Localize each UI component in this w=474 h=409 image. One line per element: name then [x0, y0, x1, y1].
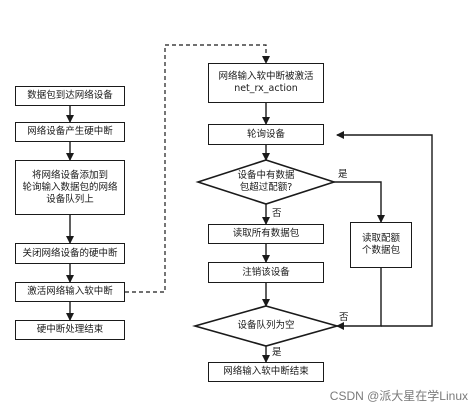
decision-queue-empty-label: 设备队列为空 [237, 320, 295, 331]
step-add-to-poll-queue: 将网络设备添加到 轮询输入数据包的网络 设备队列上 [15, 160, 125, 215]
label-decision1-yes: 是 [338, 169, 348, 180]
step-unregister-device: 注销该设备 [208, 262, 324, 283]
step-poll-device: 轮询设备 [208, 124, 324, 145]
step-read-all-packets: 读取所有数据包 [208, 224, 324, 244]
step-activate-soft-interrupt: 激活网络输入软中断 [15, 282, 125, 302]
label-decision2-no: 否 [339, 312, 349, 323]
step-packet-arrives: 数据包到达网络设备 [15, 86, 125, 106]
step-disable-hard-interrupt: 关闭网络设备的硬中断 [15, 243, 125, 264]
step-hard-interrupt-end: 硬中断处理结束 [15, 320, 125, 340]
step-soft-interrupt-end: 网络输入软中断结束 [208, 362, 324, 382]
step-soft-interrupt-activated: 网络输入软中断被激活 net_rx_action [208, 63, 324, 103]
arrow-decision2-loop-poll [336, 131, 433, 327]
step-read-quota-packets: 读取配额 个数据包 [350, 222, 412, 268]
step-hard-interrupt: 网络设备产生硬中断 [15, 122, 125, 142]
decision-quota-exceeded-label: 设备中有数据 包超过配额? [237, 170, 295, 193]
label-decision1-no: 否 [272, 208, 282, 219]
label-decision2-yes: 是 [272, 347, 282, 358]
watermark: CSDN @派大星在学Linux [329, 389, 468, 403]
arrow-decision1-readquota [334, 181, 385, 223]
decision1-diamond [195, 159, 337, 205]
dashed-activation-link [125, 44, 270, 293]
decision2-diamond [192, 305, 340, 347]
